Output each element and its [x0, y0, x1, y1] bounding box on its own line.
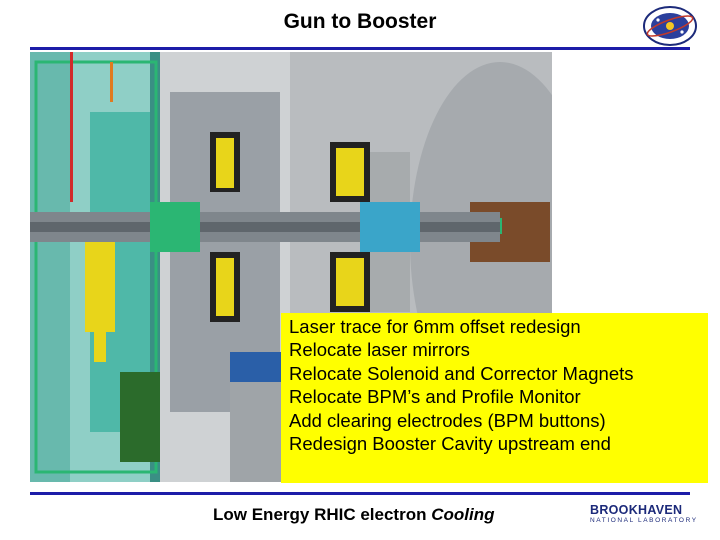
bnl-logo-sub: NATIONAL LABORATORY	[590, 517, 698, 524]
bullet-item: Add clearing electrodes (BPM buttons)	[289, 409, 606, 431]
top-rule	[30, 47, 690, 50]
bottom-rule	[30, 492, 690, 495]
bullet-item: Relocate BPM’s and Profile Monitor	[289, 386, 581, 408]
bullet-item: Relocate Solenoid and Corrector Magnets	[289, 362, 634, 384]
doe-nuclear-physics-logo	[643, 6, 697, 46]
footer-plain: Low Energy RHIC electron	[213, 505, 432, 524]
bullet-item: Relocate laser mirrors	[289, 339, 470, 361]
bullet-item: Redesign Booster Cavity upstream end	[289, 433, 611, 455]
brookhaven-logo: BROOKHAVEN NATIONAL LABORATORY	[590, 503, 720, 535]
bnl-logo-name: BROOKHAVEN	[590, 503, 683, 517]
footer-text: Low Energy RHIC electron Cooling	[213, 505, 494, 525]
slide-title: Gun to Booster	[283, 10, 437, 33]
bullet-list: Laser trace for 6mm offset redesign Relo…	[281, 313, 708, 483]
footer-italic: Cooling	[431, 505, 495, 524]
bullet-item: Laser trace for 6mm offset redesign	[289, 316, 581, 337]
